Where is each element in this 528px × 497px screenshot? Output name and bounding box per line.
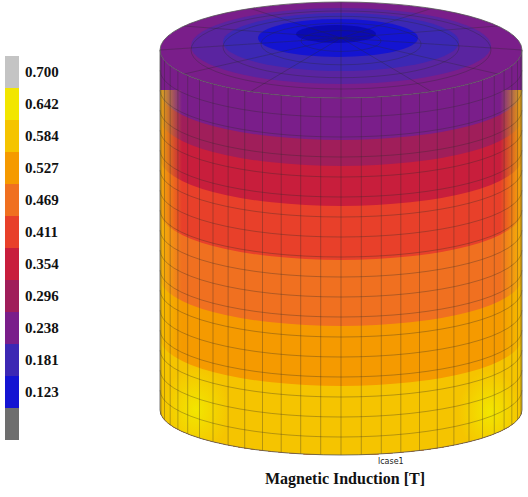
colorbar-value: 0.411 [25,223,58,241]
cylinder-rim [160,2,522,98]
cylinder-side [150,0,528,470]
mesh-grid [160,2,522,455]
colorbar-swatch [5,216,19,248]
colorbar-value: 0.642 [25,95,59,113]
colorbar-value: 0.700 [25,63,59,81]
colorbar-swatch [5,376,19,408]
cylinder-top [160,2,522,98]
colorbar-value: 0.354 [25,255,59,273]
colorbar-value: 0.469 [25,191,59,209]
colorbar-swatch [5,184,19,216]
colorbar-value: 0.296 [25,287,59,305]
colorbar-swatch [5,248,19,280]
colorbar-value: 0.584 [25,127,59,145]
colorbar-swatch [5,280,19,312]
colorbar-swatch [5,120,19,152]
colorbar-value: 0.181 [25,351,59,369]
colorbar-swatch [5,88,19,120]
figure-caption: Magnetic Induction [T] [265,470,425,488]
colorbar-swatch [5,56,19,88]
colorbar-swatch [5,312,19,344]
cylinder-outline [160,50,522,455]
colorbar-value: 0.123 [25,383,59,401]
colorbar-end [5,408,19,440]
colorbar-swatch [5,344,19,376]
colorbar-value: 0.527 [25,159,59,177]
colorbar-swatch [5,152,19,184]
load-case-label: lcase1 [378,457,404,466]
colorbar-value: 0.238 [25,319,59,337]
